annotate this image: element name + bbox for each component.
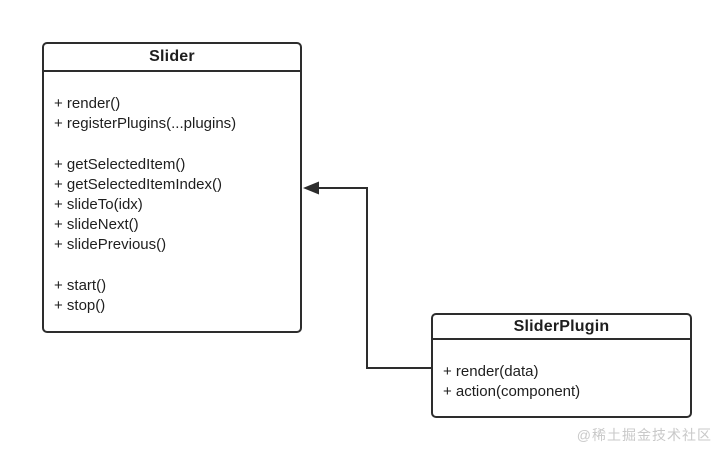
class-members-slider: + render() + registerPlugins(...plugins)… [44, 72, 300, 316]
association-line [319, 187, 431, 369]
class-title-slider: Slider [44, 44, 300, 72]
watermark-text: @稀土掘金技术社区 [576, 427, 712, 443]
arrowhead-icon [303, 181, 319, 195]
member-spacer [54, 256, 294, 276]
class-box-slider: Slider + render() + registerPlugins(...p… [42, 42, 302, 333]
class-member: + slidePrevious() [54, 236, 167, 254]
class-member: + action(component) [443, 383, 581, 401]
class-member: + slideTo(idx) [54, 195, 143, 213]
class-members-sliderplugin: + render(data) + action(component) [433, 340, 690, 402]
class-member: + render(data) [443, 363, 539, 380]
member-spacer [54, 134, 294, 154]
class-member: + render() [54, 95, 121, 112]
class-member: + getSelectedItem() [54, 155, 186, 173]
class-title-sliderplugin: SliderPlugin [433, 315, 690, 340]
class-box-sliderplugin: SliderPlugin + render(data) + action(com… [431, 313, 692, 418]
class-member: + stop() [54, 296, 106, 314]
class-member: + registerPlugins(...plugins) [54, 115, 237, 133]
class-member: + slideNext() [54, 216, 139, 234]
class-member: + start() [54, 276, 107, 294]
class-member: + getSelectedItemIndex() [54, 175, 223, 193]
